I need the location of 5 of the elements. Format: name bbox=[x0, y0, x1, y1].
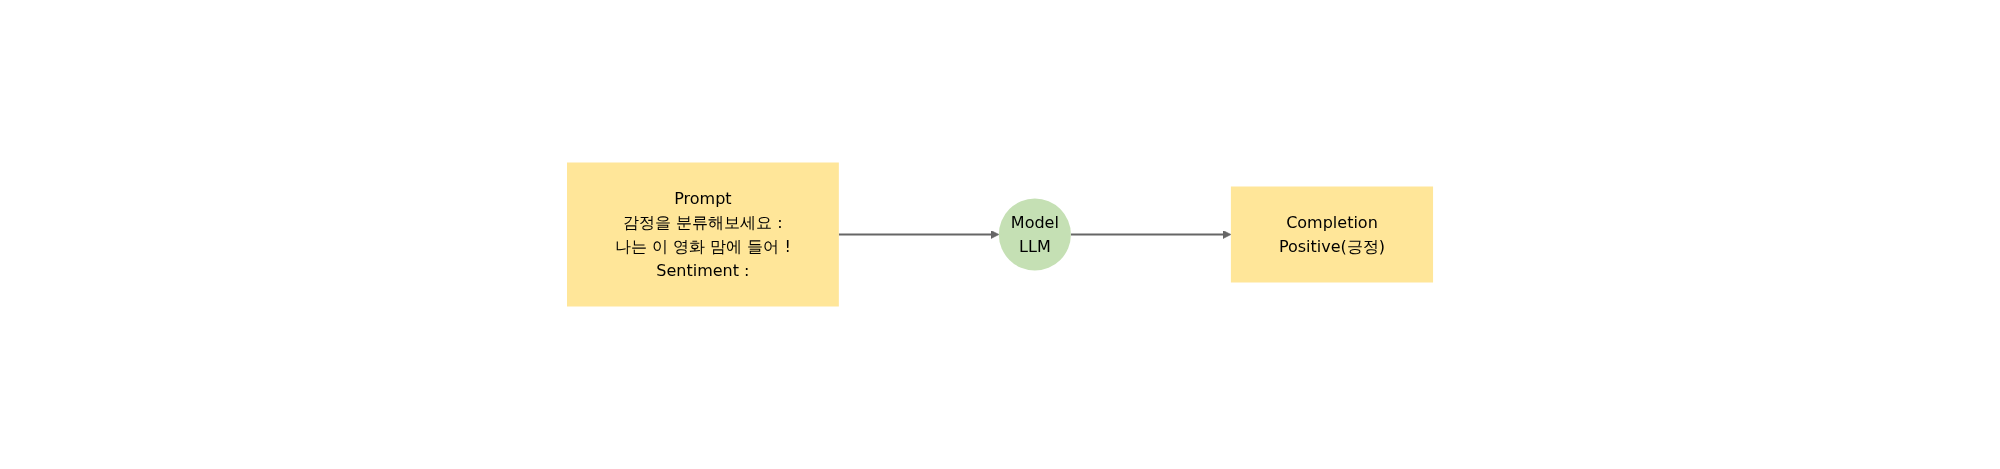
node-box: Completion Positive(긍정) bbox=[1230, 186, 1434, 283]
arrow bbox=[1069, 230, 1232, 239]
node-circle: Model LLM bbox=[998, 198, 1071, 271]
node-box: Prompt 감정을 분류해보세요 : 나는 이 영화 맘에 들어 ! Sentiment : bbox=[566, 162, 839, 307]
arrow bbox=[837, 230, 1000, 239]
